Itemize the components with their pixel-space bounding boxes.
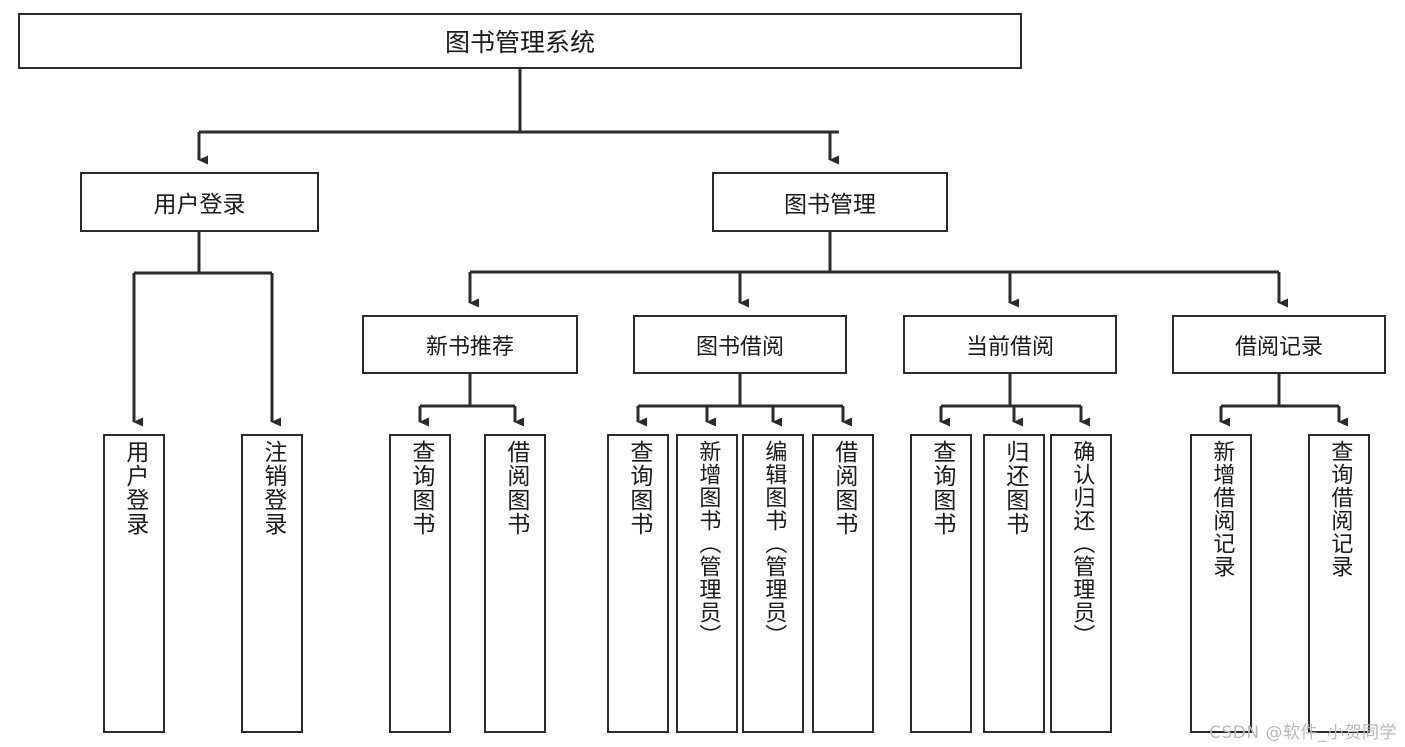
leaf-label: 归还图书 xyxy=(1001,440,1028,536)
leaf-query-borrow-record[interactable]: 查询借阅记录 xyxy=(1308,434,1370,733)
leaf-label: 查询借阅记录 xyxy=(1327,440,1353,578)
node-book-management-label: 图书管理 xyxy=(784,192,876,218)
leaf-label: 确认归还（管理员） xyxy=(1069,440,1095,647)
leaf-label: 查询图书 xyxy=(928,440,955,536)
leaf-label: 借阅图书 xyxy=(502,440,529,536)
leaf-label: 借阅图书 xyxy=(830,440,857,536)
leaf-add-book-admin[interactable]: 新增图书（管理员） xyxy=(676,434,738,733)
leaf-query-book-borrow[interactable]: 查询图书 xyxy=(607,434,669,733)
node-user-login-label: 用户登录 xyxy=(153,192,246,218)
leaf-return-book[interactable]: 归还图书 xyxy=(983,434,1045,733)
leaf-label: 新增图书（管理员） xyxy=(695,440,721,647)
leaf-label: 查询图书 xyxy=(625,440,652,536)
node-root[interactable]: 图书管理系统 xyxy=(18,13,1022,69)
node-current-borrow[interactable]: 当前借阅 xyxy=(903,315,1117,374)
leaf-label: 查询图书 xyxy=(407,440,434,536)
leaf-user-login[interactable]: 用户登录 xyxy=(103,434,165,733)
leaf-label: 用户登录 xyxy=(121,440,148,536)
node-borrow-record[interactable]: 借阅记录 xyxy=(1172,315,1386,374)
node-new-book-recommend[interactable]: 新书推荐 xyxy=(362,315,578,374)
node-borrow-record-label: 借阅记录 xyxy=(1234,334,1323,360)
leaf-label: 新增借阅记录 xyxy=(1209,440,1235,578)
node-new-book-recommend-label: 新书推荐 xyxy=(425,334,514,360)
node-book-borrow-label: 图书借阅 xyxy=(695,334,784,360)
leaf-add-borrow-record[interactable]: 新增借阅记录 xyxy=(1190,434,1252,733)
leaf-borrow-book[interactable]: 借阅图书 xyxy=(812,434,874,733)
node-root-label: 图书管理系统 xyxy=(444,28,595,57)
node-book-management[interactable]: 图书管理 xyxy=(712,172,948,232)
node-book-borrow[interactable]: 图书借阅 xyxy=(633,315,847,374)
node-current-borrow-label: 当前借阅 xyxy=(965,334,1054,360)
leaf-label: 注销登录 xyxy=(259,440,286,536)
leaf-label: 编辑图书（管理员） xyxy=(761,440,787,647)
leaf-edit-book-admin[interactable]: 编辑图书（管理员） xyxy=(742,434,804,733)
leaf-borrow-book-recommend[interactable]: 借阅图书 xyxy=(484,434,546,733)
leaf-query-book-recommend[interactable]: 查询图书 xyxy=(389,434,451,733)
leaf-logout[interactable]: 注销登录 xyxy=(241,434,303,733)
leaf-query-book-current[interactable]: 查询图书 xyxy=(910,434,972,733)
node-user-login[interactable]: 用户登录 xyxy=(80,172,319,232)
csdn-watermark: CSDN @软件_小贺同学 xyxy=(1209,723,1397,743)
leaf-confirm-return-admin[interactable]: 确认归还（管理员） xyxy=(1050,434,1112,733)
